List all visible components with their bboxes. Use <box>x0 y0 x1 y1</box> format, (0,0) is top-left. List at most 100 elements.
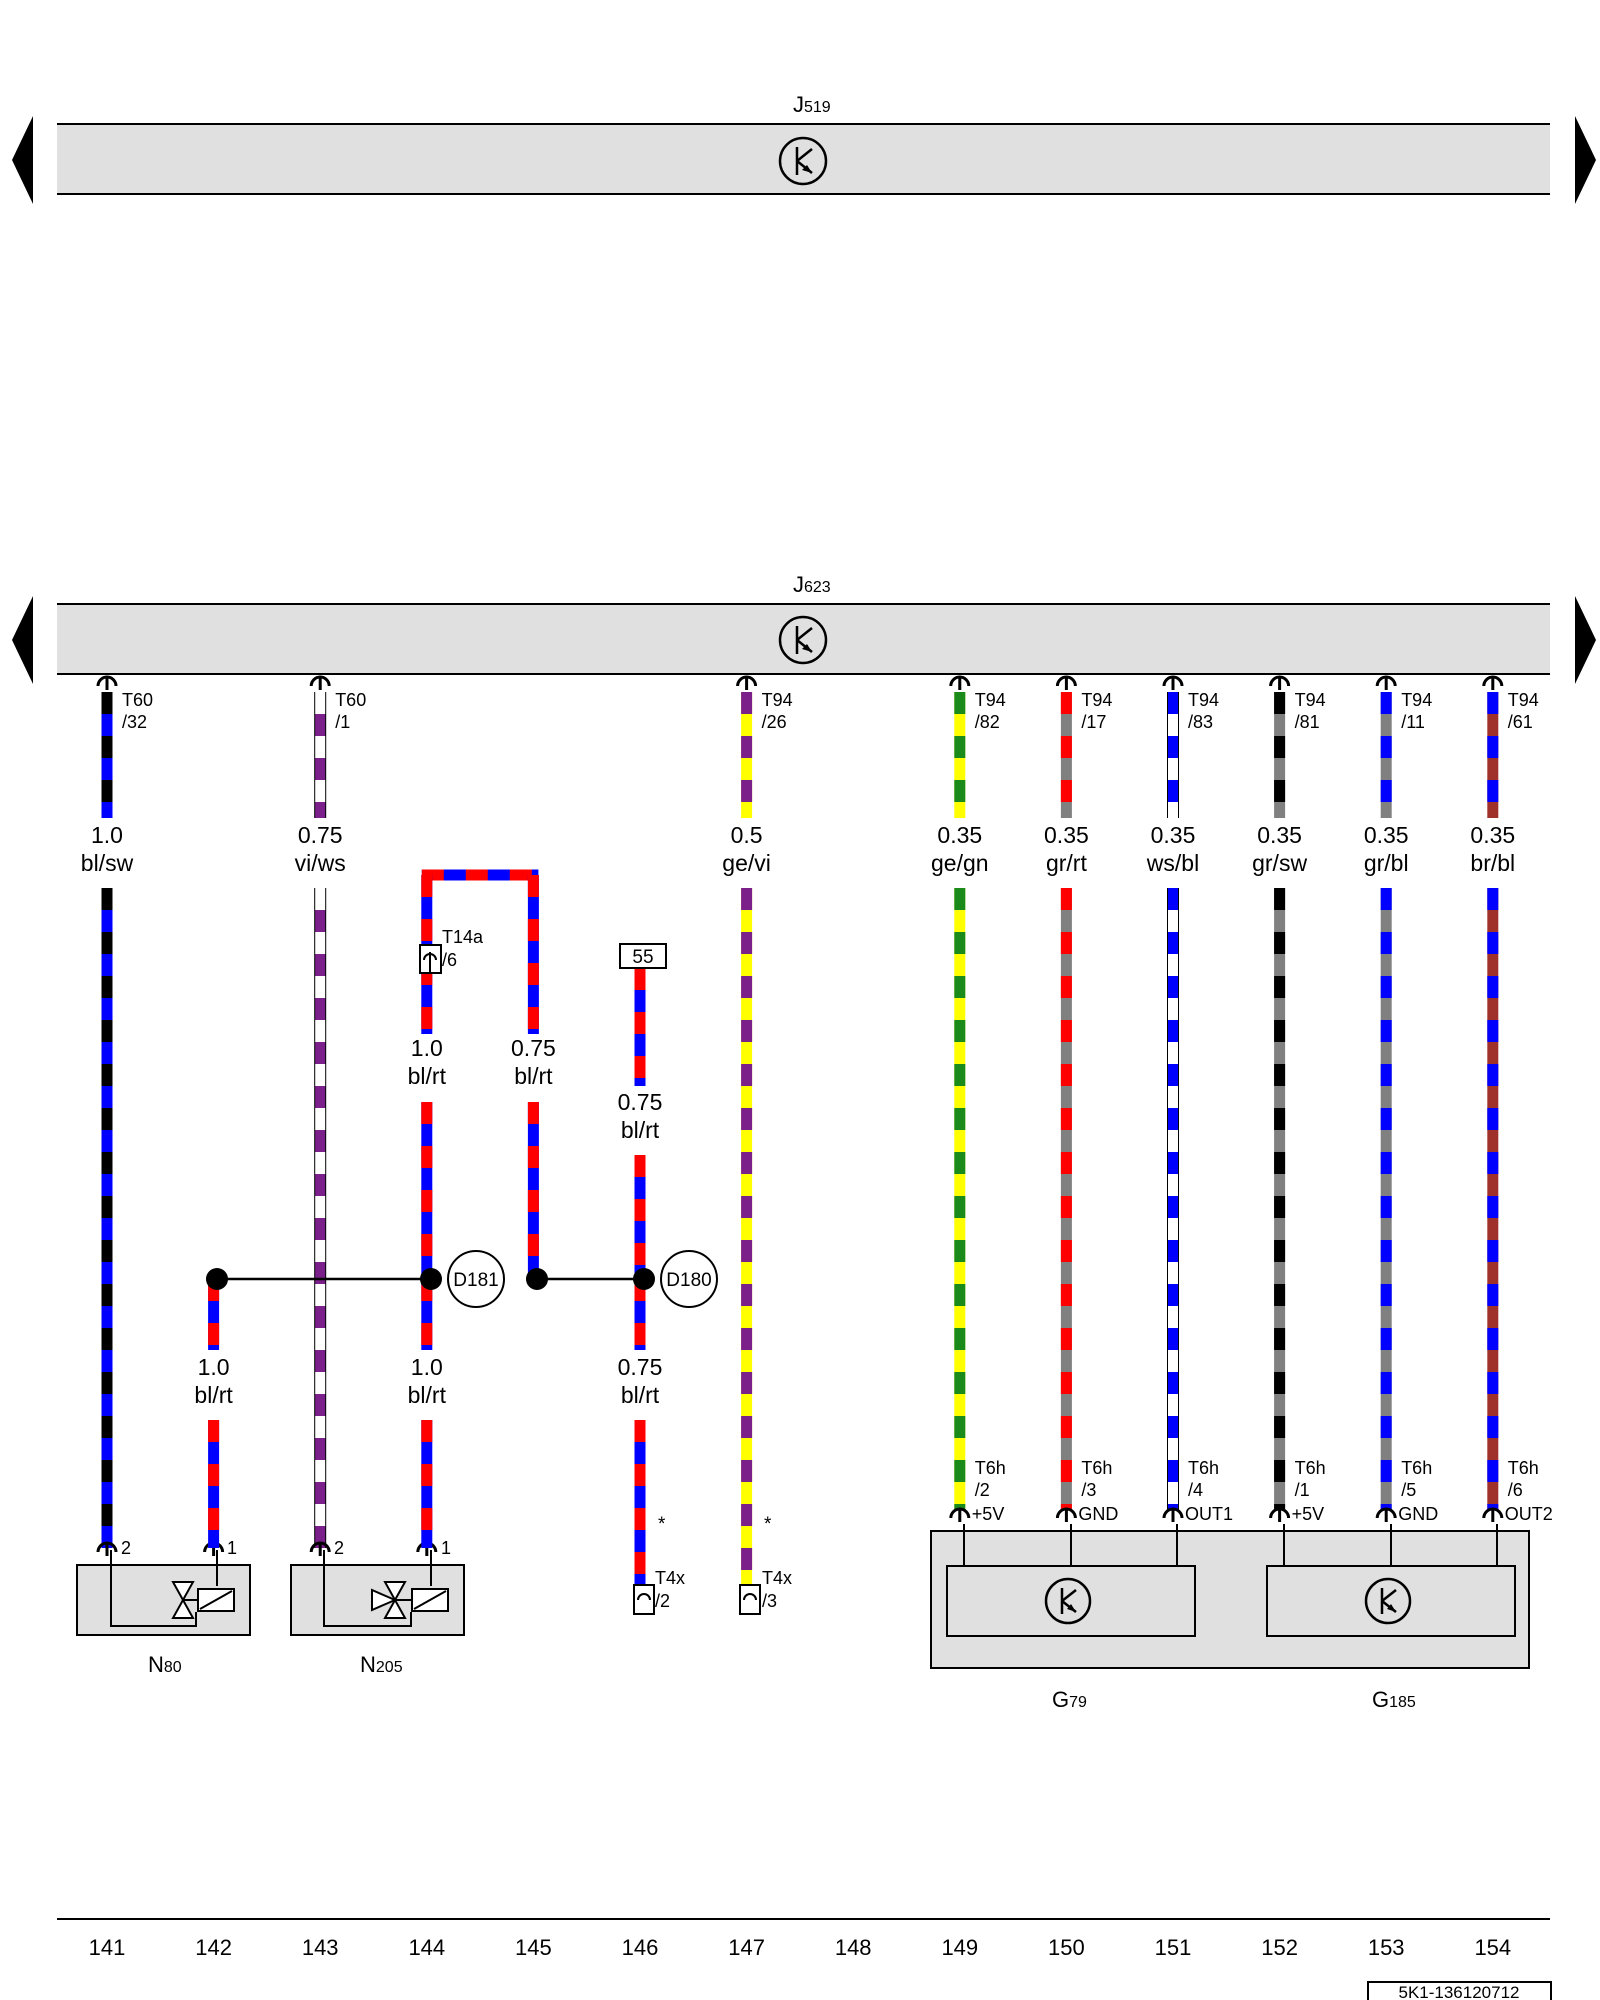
module-j623: J623 <box>12 572 1596 684</box>
wire-w141-connector: T60 <box>122 690 153 710</box>
wire-w141-color: bl/sw <box>81 850 134 876</box>
svg-text:/2: /2 <box>655 1591 670 1611</box>
svg-text:/3: /3 <box>762 1591 777 1611</box>
wire-w153-bottom-conn: T6h <box>1401 1458 1432 1478</box>
column-number: 144 <box>408 1935 445 1960</box>
wire-w150-color: gr/rt <box>1046 850 1088 876</box>
wire-w153-color: gr/bl <box>1364 850 1409 876</box>
wire-w151-signal: OUT1 <box>1185 1504 1233 1524</box>
splice-d180-circle <box>660 1250 718 1308</box>
wire-w150-signal: GND <box>1078 1504 1118 1524</box>
wire-w143-size: 0.75 <box>298 822 343 848</box>
wire-w151-size: 0.35 <box>1151 822 1196 848</box>
splice-d181-circle <box>447 1250 505 1308</box>
connector-pin-icon <box>1055 1507 1077 1522</box>
bus-lines: D181 D180 <box>206 1250 718 1308</box>
column-number: 141 <box>89 1935 126 1960</box>
connector-pin-icon <box>309 675 331 690</box>
svg-text:*: * <box>658 1514 666 1535</box>
splice-d180-label: D180 <box>666 1270 711 1291</box>
connector-pin-icon <box>949 675 971 690</box>
wire-w143-upper <box>314 692 327 818</box>
wire-w154-connector: T94 <box>1508 690 1539 710</box>
control-unit-icon <box>778 136 828 186</box>
wire-w147-pin: /26 <box>762 712 787 732</box>
wire-w149-connector: T94 <box>975 690 1006 710</box>
wire-w144-size: 1.0 <box>411 1035 443 1061</box>
wire-w151-upper <box>1167 692 1179 818</box>
wire-w149-bottom-conn: T6h <box>975 1458 1006 1478</box>
wire-w154-bottom-pin: /6 <box>1508 1480 1523 1500</box>
wire-w147-color: ge/vi <box>722 850 771 876</box>
column-number: 154 <box>1474 1935 1511 1960</box>
wire-w150-size: 0.35 <box>1044 822 1089 848</box>
wire-w141-size: 1.0 <box>91 822 123 848</box>
wire-w151-color: ws/bl <box>1146 850 1199 876</box>
sensor-g79-icon <box>1044 1577 1092 1625</box>
sensor-assembly: G79 G185 <box>930 1524 1530 1712</box>
wire-w149-size: 0.35 <box>937 822 982 848</box>
svg-text:*: * <box>764 1514 772 1535</box>
connector-pin-icon <box>1482 675 1504 690</box>
connector-pin-icon <box>309 1541 331 1556</box>
wire-w153-signal: GND <box>1398 1504 1438 1524</box>
connector-pin-icon <box>96 675 118 690</box>
component-g185-label: G185 <box>1372 1687 1416 1712</box>
wire-w145-color: bl/rt <box>514 1063 553 1089</box>
wire-w152-signal: +5V <box>1292 1504 1325 1524</box>
wire-w144-color: bl/rt <box>408 1063 447 1089</box>
wire-w154-size: 0.35 <box>1470 822 1515 848</box>
connector-pin-icon <box>1375 1507 1397 1522</box>
wire-w153-bottom-pin: /5 <box>1401 1480 1416 1500</box>
reference-number: 5K1-136120712 <box>1398 1983 1519 2000</box>
column-number: 145 <box>515 1935 552 1960</box>
connector-pin-icon <box>1269 675 1291 690</box>
wire-w150-pin: /17 <box>1081 712 1106 732</box>
arrow-right-icon <box>1575 116 1596 204</box>
connector-pin-icon <box>1269 1507 1291 1522</box>
wire-w145-size: 0.75 <box>511 1035 556 1061</box>
connector-pin-icon <box>1482 1507 1504 1522</box>
component-g79-box <box>946 1565 1196 1637</box>
wire-w153-size: 0.35 <box>1364 822 1409 848</box>
wire-w150-bottom-pin: /3 <box>1081 1480 1096 1500</box>
wire-w143-pin: /1 <box>335 712 350 732</box>
wire-w154-bottom-conn: T6h <box>1508 1458 1539 1478</box>
column-number: 149 <box>941 1935 978 1960</box>
wire-w149-signal: +5V <box>972 1504 1005 1524</box>
svg-text:T4x: T4x <box>762 1568 792 1588</box>
column-number: 150 <box>1048 1935 1085 1960</box>
control-unit-icon <box>778 615 828 665</box>
wire-w142-size: 1.0 <box>198 1354 230 1380</box>
valve-icon <box>171 1581 235 1619</box>
column-number: 152 <box>1261 1935 1298 1960</box>
arrow-left-icon <box>12 116 33 204</box>
wire-w153-connector: T94 <box>1401 690 1432 710</box>
splice-dot <box>633 1268 655 1290</box>
wire-w151-pin: /83 <box>1188 712 1213 732</box>
splice-dot <box>420 1268 442 1290</box>
column-number: 147 <box>728 1935 765 1960</box>
wire-layer <box>96 675 1504 1585</box>
connector-t14a-pin: /6 <box>442 950 457 970</box>
connector-t4x-146: * T4x /2 <box>633 1514 685 1615</box>
wire-w152-bottom-pin: /1 <box>1295 1480 1310 1500</box>
component-n205: N205 <box>290 1550 465 1677</box>
wire-w147-connector: T94 <box>762 690 793 710</box>
component-g79-label: G79 <box>1052 1687 1087 1712</box>
svg-text:55: 55 <box>632 947 653 968</box>
valve-icon <box>371 1581 449 1619</box>
sensor-g185-icon <box>1364 1577 1412 1625</box>
component-n80-label: N80 <box>148 1652 182 1677</box>
connector-pin-icon <box>96 1541 118 1556</box>
wire-w150-connector: T94 <box>1081 690 1112 710</box>
wire-w149-bottom-pin: /2 <box>975 1480 990 1500</box>
wire-w144l-color: bl/rt <box>408 1382 447 1408</box>
column-number: 151 <box>1155 1935 1192 1960</box>
wire-w141-pin: /32 <box>122 712 147 732</box>
wire-w152-pin: /81 <box>1295 712 1320 732</box>
label-layer: T60/321.0bl/swT60/10.75vi/wsT94/260.5ge/… <box>81 690 1553 1524</box>
